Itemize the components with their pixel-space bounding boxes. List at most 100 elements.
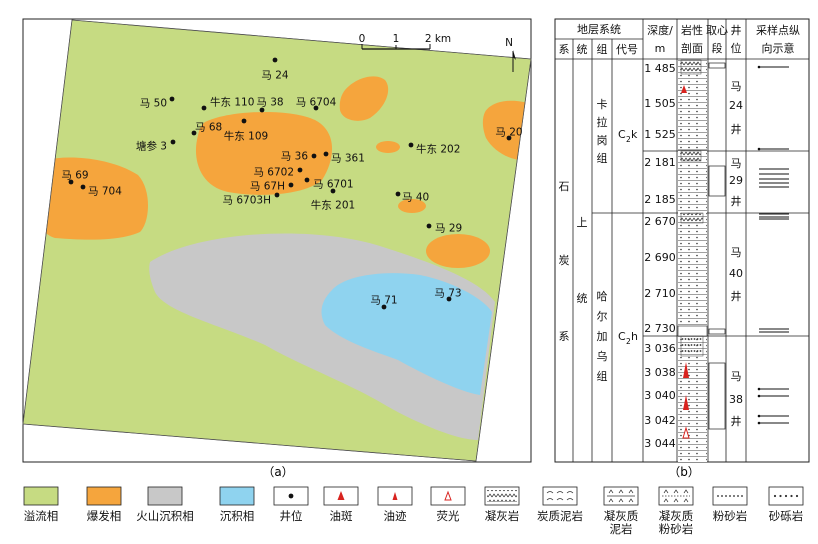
well-name-char: 29 xyxy=(729,174,743,187)
well-label: 马 73 xyxy=(434,288,461,300)
tuff-pattern-icon xyxy=(487,490,517,502)
well-dot xyxy=(426,223,432,229)
formation-char: 组 xyxy=(597,151,608,165)
header-formation: 组 xyxy=(597,42,608,56)
depth-label: 1 485 xyxy=(644,62,676,75)
legend-item-dot: 井位 xyxy=(273,486,309,523)
formation-code-tail: h xyxy=(631,330,638,343)
header-lithology-2: 剖面 xyxy=(681,41,703,55)
explosive-facies-area xyxy=(482,100,530,161)
well-label: 马 6702 xyxy=(253,167,294,179)
well-dot xyxy=(170,139,176,145)
legend-swatch xyxy=(23,486,59,506)
header-depth: 深度/ xyxy=(647,23,673,37)
depth-label: 2 690 xyxy=(644,251,676,264)
legend-label: 沉积相 xyxy=(220,509,255,523)
well-label: 马 24 xyxy=(261,70,289,82)
well-dot xyxy=(272,57,278,63)
well-dot xyxy=(381,304,387,310)
well-label: 牛东 110 xyxy=(210,96,254,109)
well-label: 马 361 xyxy=(331,153,365,165)
coring-intervals xyxy=(708,62,726,430)
well-dot xyxy=(241,118,247,124)
depth-label: 2 710 xyxy=(644,287,676,300)
well-label: 牛东 202 xyxy=(416,143,460,156)
oil-spot-icon xyxy=(337,491,345,500)
well-dot xyxy=(395,191,401,197)
well-name-char: 井 xyxy=(731,122,742,136)
series-char: 统 xyxy=(577,292,588,305)
north-label: N xyxy=(505,37,513,49)
well-label: 马 6701 xyxy=(313,179,354,191)
legend-item-swatch: 火山沉积相 xyxy=(136,486,194,523)
header-core: 取心 xyxy=(706,24,728,37)
well-label: 塘参 3 xyxy=(136,140,167,153)
depth-label: 3 044 xyxy=(644,437,676,450)
legend-label: 井位 xyxy=(280,509,303,523)
system-char: 系 xyxy=(559,330,570,343)
depth-label: 1 525 xyxy=(644,128,676,141)
well-label: 马 71 xyxy=(370,295,397,307)
tuffaceous-siltstone-icon xyxy=(663,489,689,503)
formation-char: 岗 xyxy=(597,134,608,147)
depth-label: 2 181 xyxy=(644,156,676,169)
legend: 溢流相爆发相火山沉积相沉积相井位油斑油迹荧光凝灰岩炭质泥岩凝灰质泥岩凝灰质粉砂岩… xyxy=(23,486,804,536)
well-dot xyxy=(446,296,452,302)
well-dot xyxy=(506,135,512,141)
well-label: 马 38 xyxy=(256,97,283,109)
header-lithology: 岩性 xyxy=(681,23,703,37)
well-dot xyxy=(311,153,317,159)
formation-char: 组 xyxy=(597,369,608,383)
carbonaceous-mudstone-icon xyxy=(546,491,574,501)
well-label: 马 704 xyxy=(88,186,122,198)
header-sample: 采样点纵 xyxy=(756,23,800,37)
legend-item-red-tri-hollow: 荧光 xyxy=(430,486,466,523)
header-code: 代号 xyxy=(616,43,638,56)
legend-label: 爆发相 xyxy=(87,509,122,523)
formation-char: 尔 xyxy=(597,310,608,323)
system-char: 炭 xyxy=(559,254,570,267)
explosive-facies-area xyxy=(376,141,400,153)
legend-label: 泥岩 xyxy=(610,522,633,536)
header-system: 系 xyxy=(559,43,570,56)
well-name-char: 井 xyxy=(731,414,742,428)
scale-tick-0: 0 xyxy=(359,33,366,45)
legend-swatch xyxy=(86,486,122,506)
glutenite-dot xyxy=(790,494,793,498)
well-dot xyxy=(68,179,74,185)
well-label: 马 36 xyxy=(281,151,309,163)
explosive-facies-area xyxy=(195,111,333,195)
depth-label: 3 036 xyxy=(644,342,676,355)
depth-label: 2 670 xyxy=(644,215,676,228)
legend-box xyxy=(542,486,578,506)
legend-label: 砂砾岩 xyxy=(769,509,804,523)
header-series: 统 xyxy=(577,43,588,56)
explosive-facies-area xyxy=(426,234,490,268)
well-dot xyxy=(80,184,86,190)
legend-label: 炭质泥岩 xyxy=(537,509,583,523)
legend-swatch xyxy=(147,486,183,506)
legend-item-tuff: 凝灰岩 xyxy=(484,486,520,523)
legend-item-red-tri-small: 油迹 xyxy=(377,486,413,523)
explosive-facies-area xyxy=(398,199,426,213)
formation-code-sub: 2 xyxy=(626,135,631,144)
oil-trace-icon xyxy=(683,395,689,410)
header-core-2: 段 xyxy=(712,41,723,55)
well-dot xyxy=(408,142,414,148)
legend-item-swatch: 沉积相 xyxy=(219,486,255,523)
oil-trace-icon xyxy=(392,492,398,500)
depth-label: 2 730 xyxy=(644,322,676,335)
lithology-fill xyxy=(678,60,707,462)
well-label: 马 40 xyxy=(402,192,429,204)
legend-item-swatch: 溢流相 xyxy=(23,486,59,523)
well-label: 牛东 201 xyxy=(311,199,355,212)
well-label: 马 6703H xyxy=(223,195,271,207)
header-strat-system: 地层系统 xyxy=(577,23,621,36)
well-dot xyxy=(313,105,319,111)
well-label: 马 29 xyxy=(435,223,462,235)
